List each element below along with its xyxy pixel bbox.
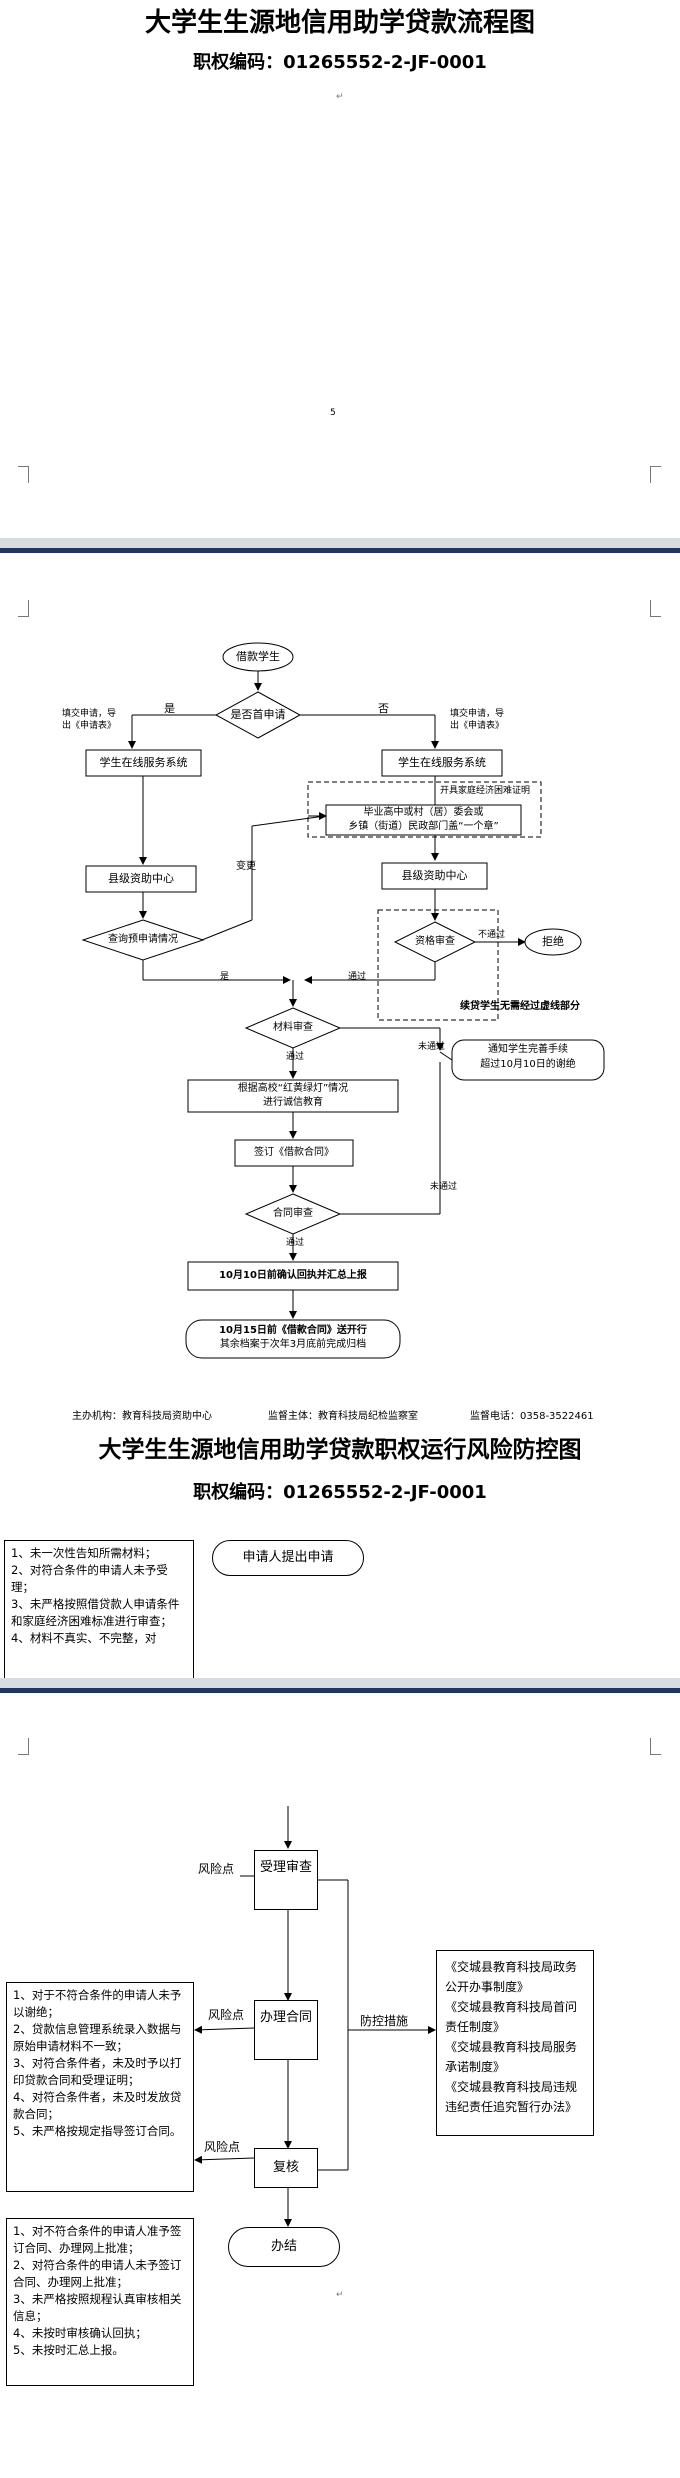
risk-middle-item: 5、未严格按规定指导签订合同。 [13, 2124, 182, 2138]
page-break-bar [0, 548, 680, 553]
label-not-pass-contract: 未通过 [430, 1182, 458, 1192]
online-system-left: 学生在线服务系统 [99, 756, 188, 769]
label-pass-qualify: 通过 [348, 972, 367, 982]
risk-middle-item: 3、对符合条件者，未及时予以打印贷款合同和受理证明； [13, 2056, 182, 2087]
risk-middle-item: 4、对符合条件者，未及时发放贷款合同； [13, 2090, 182, 2121]
risk-authority-code: 职权编码：01265552-2-JF-0001 [193, 1482, 487, 1503]
risk-middle-item: 1、对于不符合条件的申请人未予以谢绝； [13, 1988, 182, 2019]
risk-point-label-1: 风险点 [198, 1862, 235, 1876]
label-not-pass-material: 未通过 [418, 1042, 446, 1052]
page-corner-mark [18, 1738, 29, 1755]
note-apply-left: 填交申请，导出《申请表》 [62, 709, 117, 731]
risk-bottom-list: 1、对不符合条件的申请人准予签订合同、办理网上批准； 2、对符合条件的申请人未予… [6, 2218, 194, 2386]
page-corner-mark [18, 466, 29, 483]
measures-item: 《交城县教育科技局服务承诺制度》 [445, 2040, 578, 2074]
measures-item: 《交城县教育科技局违规违纪责任追究暂行办法》 [445, 2080, 578, 2114]
handle-contract-label: 办理合同 [259, 2010, 312, 2025]
paragraph-mark: ↵ [336, 2290, 344, 2300]
page-corner-mark [18, 600, 29, 617]
decision-query: 查询预申请情况 [108, 934, 178, 945]
accept-review-node: 受理审查 [254, 1850, 318, 1910]
decision-first-apply: 是否首申请 [230, 708, 286, 721]
label-no: 否 [378, 702, 389, 715]
risk-middle-item: 2、贷款信息管理系统录入数据与原始申请材料不一致； [13, 2022, 182, 2053]
footer-host: 主办机构：教育科技局资助中心 [72, 1411, 212, 1422]
decision-material-review: 材料审查 [273, 1022, 313, 1033]
label-pass-contract: 通过 [286, 1238, 305, 1248]
recheck-label: 复核 [272, 2160, 299, 2175]
paragraph-mark: ↵ [336, 92, 344, 102]
done-label: 办结 [270, 2239, 297, 2254]
measures-item: 《交城县教育科技局首问责任制度》 [445, 2000, 578, 2034]
page-gap [0, 1678, 680, 1688]
risk-bottom-item: 5、未按时汇总上报。 [13, 2343, 124, 2357]
risk-point-label-2: 风险点 [208, 2008, 245, 2022]
page-number: 5 [330, 408, 336, 418]
end-reject: 拒绝 [542, 935, 564, 948]
page-title: 大学生生源地信用助学贷款流程图 [144, 8, 535, 38]
risk-point-label-3: 风险点 [204, 2140, 241, 2154]
notify-line1: 通知学生完善手续 [488, 1044, 568, 1055]
risk-bottom-item: 2、对符合条件的申请人未予签订合同、办理网上批准； [13, 2258, 182, 2289]
label-pass-material: 通过 [286, 1052, 305, 1062]
page-corner-mark [650, 1738, 661, 1755]
proof-box-line1: 毕业高中或村（居）委会或 [363, 807, 484, 818]
risk-top-item: 3、未严格按照借贷款人申请条件和家庭经济困难标准进行审查； [11, 1597, 180, 1628]
report-box: 10月10日前确认回执并汇总上报 [219, 1270, 367, 1281]
label-yes: 是 [164, 702, 175, 715]
label-change: 变更 [236, 861, 256, 872]
risk-page-title: 大学生生源地信用助学贷款职权运行风险防控图 [98, 1437, 582, 1463]
risk-top-item: 2、对符合条件的申请人未予受理； [11, 1563, 168, 1594]
page-corner-mark [650, 466, 661, 483]
note-apply-right: 填交申请，导出《申请表》 [450, 709, 505, 731]
integrity-line1: 根据高校“红黄绿灯”情况 [237, 1083, 349, 1094]
measures-list: 《交城县教育科技局政务公开办事制度》 《交城县教育科技局首问责任制度》 《交城县… [436, 1950, 594, 2136]
county-center-right: 县级资助中心 [401, 869, 468, 882]
done-node: 办结 [228, 2227, 340, 2267]
control-measures-label: 防控措施 [360, 2014, 409, 2028]
sign-contract-box: 签订《借款合同》 [254, 1147, 334, 1158]
label-not-pass-qualify: 不通过 [478, 930, 506, 940]
online-system-right: 学生在线服务系统 [398, 756, 486, 769]
risk-bottom-item: 4、未按时审核确认回执； [13, 2326, 147, 2340]
recheck-node: 复核 [254, 2148, 318, 2188]
applicant-start-node: 申请人提出申请 [212, 1540, 364, 1576]
notify-line2: 超过10月10日的谢绝 [480, 1059, 576, 1070]
risk-top-list: 1、未一次性告知所需材料； 2、对符合条件的申请人未予受理； 3、未严格按照借贷… [4, 1540, 194, 1678]
page-gap [0, 538, 680, 548]
risk-middle-list: 1、对于不符合条件的申请人未予以谢绝； 2、贷款信息管理系统录入数据与原始申请材… [6, 1982, 194, 2192]
handle-contract-node: 办理合同 [254, 2000, 318, 2060]
applicant-label: 申请人提出申请 [242, 1550, 334, 1565]
risk-bottom-item: 1、对不符合条件的申请人准予签订合同、办理网上批准； [13, 2224, 182, 2255]
footer-supervisor: 监督主体：教育科技局纪检监察室 [268, 1411, 418, 1422]
dashed-caption: 续贷学生无需经过虚线部分 [460, 1001, 580, 1012]
page-corner-mark [650, 600, 661, 617]
deadline-line1: 10月15日前《借款合同》送开行 [219, 1325, 367, 1336]
decision-qualify: 资格审查 [415, 936, 455, 947]
proof-label: 开具家庭经济困难证明 [440, 786, 531, 796]
decision-contract-review: 合同审查 [273, 1208, 313, 1219]
risk-top-item: 4、材料不真实、不完整，对 [11, 1631, 157, 1645]
authority-code: 职权编码：01265552-2-JF-0001 [193, 52, 487, 73]
footer-phone: 监督电话：0358-3522461 [470, 1411, 594, 1422]
risk-flow-graphics [194, 1806, 436, 2227]
label-yes-query: 是 [220, 972, 230, 982]
accept-review-label: 受理审查 [259, 1860, 312, 1875]
risk-bottom-item: 3、未严格按照规程认真审核相关信息； [13, 2292, 182, 2323]
integrity-line2: 进行诚信教育 [263, 1097, 323, 1108]
flowchart-graphics [81, 642, 605, 1359]
risk-top-item: 1、未一次性告知所需材料； [11, 1546, 157, 1560]
page-break-bar [0, 1688, 680, 1693]
measures-item: 《交城县教育科技局政务公开办事制度》 [445, 1960, 578, 1994]
deadline-line2: 其余档案于次年3月底前完成归档 [219, 1339, 367, 1350]
county-center-left: 县级资助中心 [108, 872, 174, 885]
start-node-student: 借款学生 [236, 650, 280, 663]
proof-box-line2: 乡镇（街道）民政部门盖“一个章” [348, 821, 499, 832]
